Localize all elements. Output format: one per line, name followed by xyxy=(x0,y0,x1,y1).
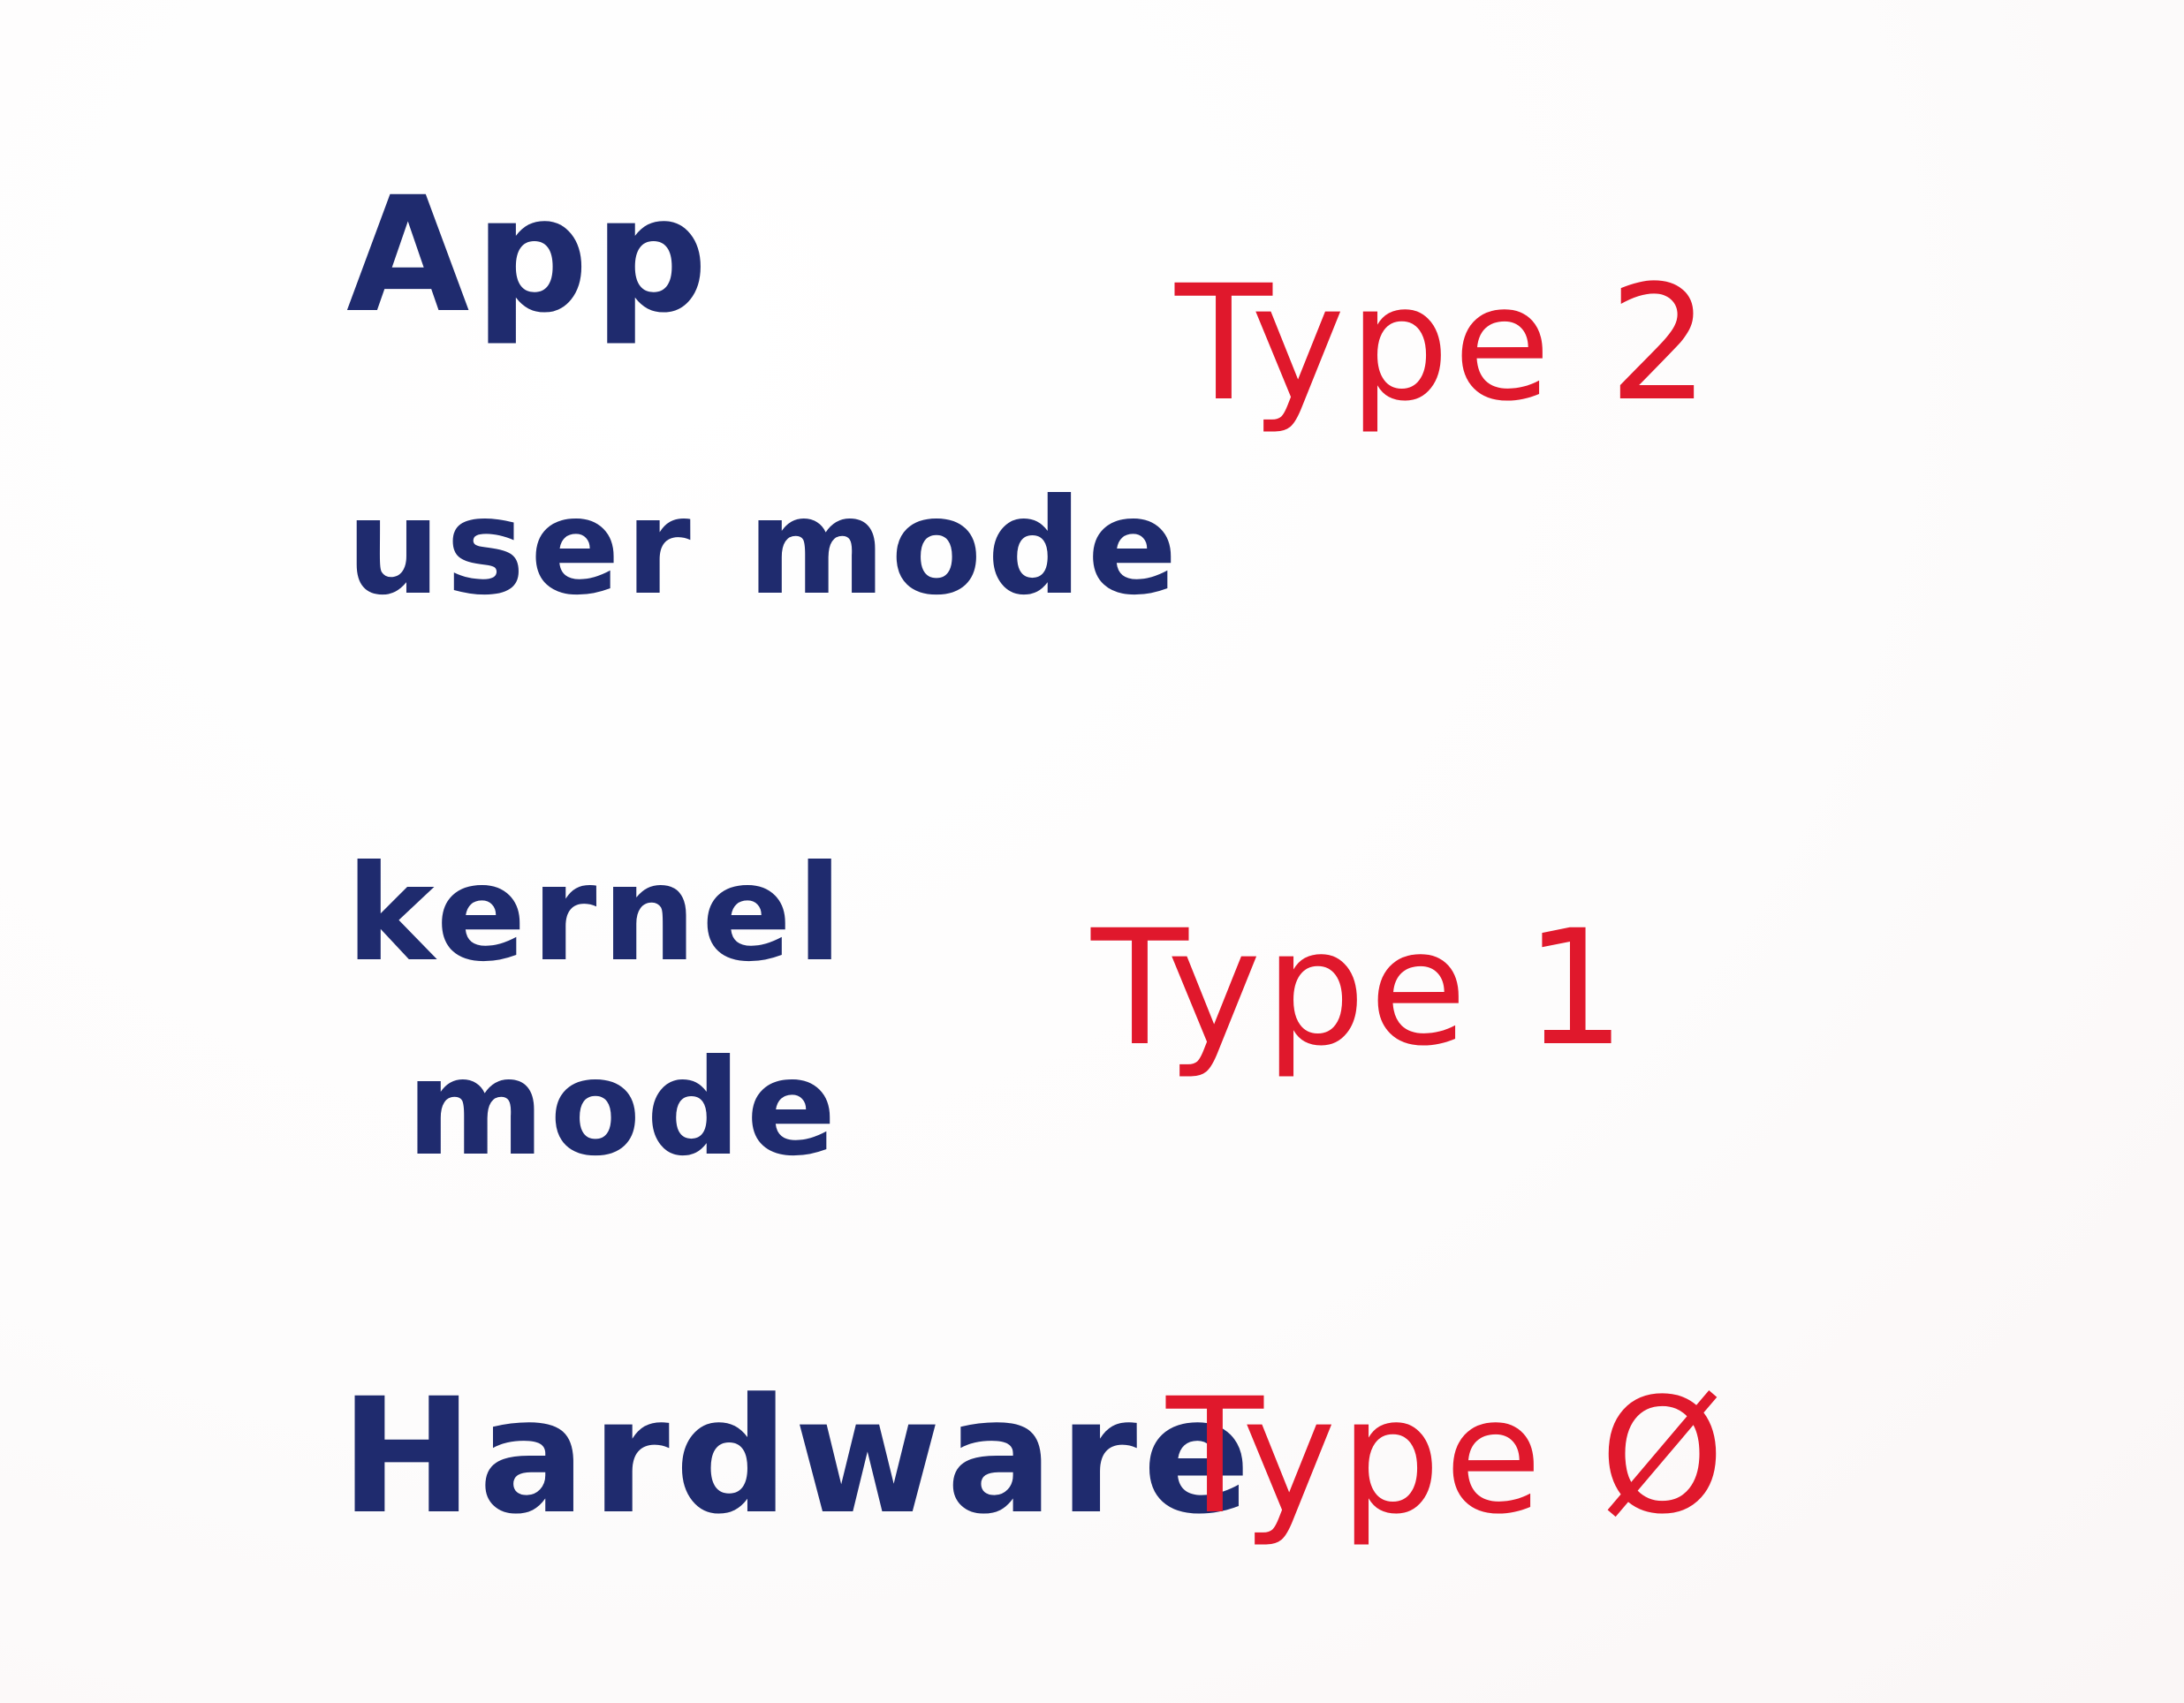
label-user-mode: user mode xyxy=(346,471,1183,624)
label-type-1: Type 1 xyxy=(1091,897,1630,1081)
label-kernel: kernel xyxy=(346,837,848,991)
label-app: App xyxy=(346,163,714,348)
label-kernel-mode: mode xyxy=(406,1032,842,1185)
label-hardware: Hardware xyxy=(340,1365,1256,1549)
label-type-0: Type Ø xyxy=(1166,1365,1729,1549)
label-type-2: Type 2 xyxy=(1175,252,1714,436)
